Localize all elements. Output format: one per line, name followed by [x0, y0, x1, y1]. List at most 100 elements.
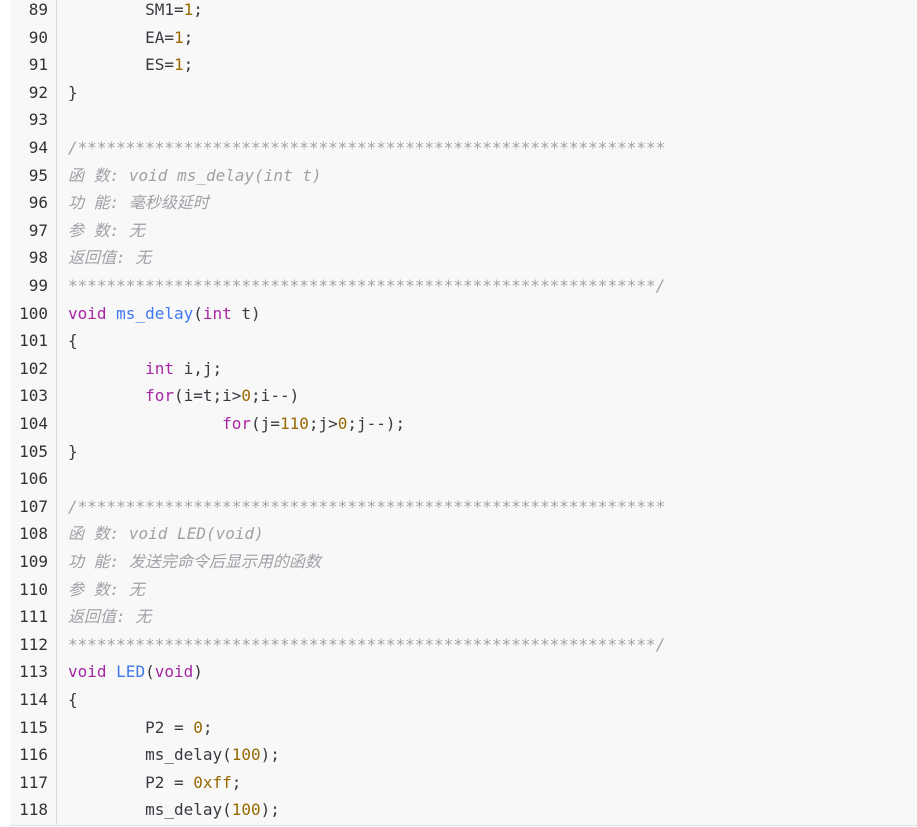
line-number: 103 [19, 386, 48, 406]
code-token: ( [145, 662, 155, 682]
code-token: for [222, 414, 252, 433]
code-line: 92} [10, 79, 917, 107]
code-token: ; [193, 0, 203, 19]
code-line: 103 for(i=t;i>0;i--) [10, 382, 917, 410]
code-token: ); [260, 745, 280, 765]
line-number: 115 [19, 717, 48, 737]
code-line: 118 ms_delay(100); [10, 796, 917, 824]
code-line: 94/*************************************… [10, 134, 917, 162]
code-token: ;j> [308, 414, 338, 433]
code-token: int [145, 358, 174, 378]
line-number: 100 [19, 303, 48, 323]
code-line: 97 参 数: 无 [10, 217, 917, 245]
line-number: 104 [19, 414, 48, 433]
line-number: 110 [19, 579, 48, 599]
code-text: for(j=110;j>0;j--); [68, 410, 405, 438]
code-token: 函 数: void ms_delay(int t) [68, 165, 322, 185]
code-line: 99 **************************************… [10, 272, 917, 300]
code-token: 0 [193, 717, 203, 737]
code-token: ****************************************… [68, 634, 666, 654]
code-text: ****************************************… [68, 631, 665, 659]
code-token [68, 359, 145, 378]
line-number: 106 [19, 469, 48, 489]
code-line: 107/************************************… [10, 493, 917, 521]
line-number: 92 [28, 82, 48, 102]
code-token: ; [183, 55, 194, 75]
code-line: 96 功 能: 毫秒级延时 [10, 189, 917, 217]
code-token: i,j; [173, 358, 223, 378]
code-token: ; [202, 717, 213, 737]
code-token: 0 [241, 386, 252, 406]
code-line: 91 ES=1; [10, 51, 917, 79]
line-number: 98 [28, 248, 48, 268]
code-token: ms_delay( [68, 800, 232, 820]
code-token: ; [231, 772, 242, 792]
code-token: 110 [279, 414, 309, 433]
line-number: 116 [19, 745, 48, 765]
code-token: t) [231, 303, 261, 323]
line-number: 99 [28, 276, 48, 295]
line-number: 107 [19, 496, 48, 516]
line-number: 90 [28, 27, 48, 47]
code-text: 功 能: 毫秒级延时 [68, 189, 209, 217]
code-text: { [68, 686, 78, 714]
line-number: 102 [19, 358, 48, 378]
code-text: EA=1; [68, 24, 193, 52]
code-token: (j= [251, 414, 280, 433]
code-token: 0 [337, 414, 348, 433]
code-token: void [68, 303, 107, 323]
line-number: 108 [19, 524, 48, 544]
code-token: LED [116, 662, 146, 682]
code-token: P2 = [68, 772, 194, 792]
code-line: 106 [10, 465, 917, 493]
code-line: 114 { [10, 686, 917, 714]
line-number: 112 [19, 634, 48, 654]
line-number: 113 [19, 662, 48, 682]
code-line: 104 for(j=110;j>0;j--); [10, 410, 917, 438]
code-text: for(i=t;i>0;i--) [68, 382, 299, 410]
code-token: { [68, 690, 78, 709]
code-token: 100 [231, 800, 261, 820]
code-token: for [145, 386, 174, 406]
line-number: 89 [28, 0, 48, 19]
code-token: SM1= [68, 0, 184, 19]
line-number: 96 [28, 193, 48, 213]
code-token: void [68, 662, 107, 682]
code-text: /***************************************… [68, 134, 665, 162]
line-number: 105 [19, 441, 48, 461]
code-token [107, 662, 117, 681]
code-text: 参 数: 无 [68, 217, 145, 245]
code-token: P2 = [68, 717, 194, 737]
code-text: ES=1; [68, 51, 193, 79]
code-token [68, 414, 222, 433]
code-token: ); [260, 800, 280, 820]
code-token: void [154, 662, 194, 682]
code-token: 功 能: 发送完命令后显示用的函数 [68, 552, 321, 571]
code-text: 功 能: 发送完命令后显示用的函数 [68, 548, 321, 576]
code-token: int [202, 303, 232, 323]
line-number: 97 [28, 220, 48, 240]
line-number: 114 [19, 690, 48, 709]
code-token: 1 [183, 0, 194, 19]
code-token: 0xff [193, 772, 232, 792]
line-number: 91 [28, 55, 48, 75]
code-text: 返回值: 无 [68, 603, 151, 631]
code-token: ****************************************… [68, 276, 666, 295]
code-line: 89 SM1=1; [10, 0, 917, 24]
code-text: void LED(void) [68, 658, 203, 686]
code-line: 109 功 能: 发送完命令后显示用的函数 [10, 548, 917, 576]
code-text: } [68, 79, 78, 107]
line-number: 109 [19, 552, 48, 571]
line-number: 118 [19, 800, 48, 820]
code-token: { [68, 331, 78, 351]
code-line: 105} [10, 438, 917, 466]
code-token: 100 [231, 745, 261, 765]
code-token: ES= [68, 55, 174, 75]
code-line: 93 [10, 106, 917, 134]
code-token: 参 数: 无 [68, 220, 145, 240]
line-number: 93 [28, 110, 48, 130]
